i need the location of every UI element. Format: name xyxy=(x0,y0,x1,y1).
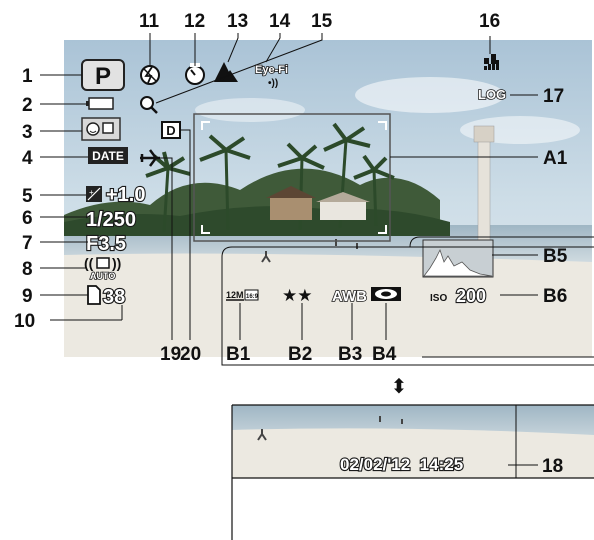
date-imprint-icon: DATE xyxy=(88,147,128,164)
callout-15: 15 xyxy=(311,11,333,32)
callout-14: 14 xyxy=(269,11,291,32)
aperture-value: F3.5 xyxy=(86,233,126,255)
shots-remaining: 38 xyxy=(103,286,125,308)
shutter-speed: 1/250 xyxy=(86,209,136,231)
face-detection-icon xyxy=(81,117,121,141)
callout-18: 18 xyxy=(542,456,563,477)
callout-b1: B1 xyxy=(226,344,251,365)
log-indicator: LOG xyxy=(478,87,506,102)
callout-3: 3 xyxy=(22,122,33,143)
memory-card-icon xyxy=(87,285,101,305)
callout-b4: B4 xyxy=(372,344,397,365)
mode-label: P xyxy=(95,63,111,90)
callout-2: 2 xyxy=(22,95,33,116)
callout-b3: B3 xyxy=(338,344,362,365)
svg-text:•)): •)) xyxy=(268,78,278,89)
af-frame xyxy=(193,113,391,242)
switch-arrow-icon: ⬍ xyxy=(391,374,408,398)
callout-1: 1 xyxy=(22,66,33,87)
main-screen xyxy=(64,40,592,357)
mode-icon: P xyxy=(81,59,125,91)
eye-fi-icon: Eye-Fi •)) xyxy=(254,63,289,89)
zoom-icon xyxy=(140,96,158,114)
datetime-value: 02/02/'12 14:25 xyxy=(340,455,463,474)
callout-16: 16 xyxy=(479,11,500,32)
d-range-icon: D xyxy=(161,121,181,139)
aspect-value: 16:9 xyxy=(246,294,259,300)
callout-10: 10 xyxy=(14,311,35,332)
quality-indicator: ★★ xyxy=(282,286,312,306)
svg-text:((: (( xyxy=(84,255,94,271)
shake-reduction-icon: (( )) AUTO xyxy=(84,255,121,282)
resolution-value: 12M xyxy=(226,290,244,300)
resolution-icon: 12M 16:9 xyxy=(226,289,259,301)
callout-20: 20 xyxy=(180,344,201,365)
histogram xyxy=(422,239,494,278)
iso-value: 200 xyxy=(456,286,486,306)
datetime-screen: 02/02/'12 14:25 18 xyxy=(231,404,594,540)
signal-strength-icon xyxy=(484,54,499,70)
metering-icon xyxy=(371,287,401,301)
shake-reduction-label: AUTO xyxy=(90,271,115,281)
callout-12: 12 xyxy=(184,11,205,32)
iso-label: ISO xyxy=(430,293,447,304)
callout-17: 17 xyxy=(543,86,564,107)
landscape-mode-icon xyxy=(214,62,238,82)
callout-5: 5 xyxy=(22,186,33,207)
callout-b5: B5 xyxy=(543,246,568,267)
ev-value: +1.0 xyxy=(106,184,145,206)
callout-9: 9 xyxy=(22,286,33,307)
d-range-label: D xyxy=(166,123,175,138)
callout-labels: 1 2 3 4 5 6 7 8 9 10 11 12 13 14 15 16 1… xyxy=(14,11,568,365)
callout-8: 8 xyxy=(22,259,33,280)
date-imprint-label: DATE xyxy=(92,149,124,163)
white-balance: AWB xyxy=(332,288,367,305)
callout-4: 4 xyxy=(22,148,33,169)
callout-7: 7 xyxy=(22,233,33,254)
flash-off-icon xyxy=(140,65,160,85)
svg-text:)): )) xyxy=(112,255,121,271)
callout-11: 11 xyxy=(139,11,160,32)
self-timer-icon xyxy=(185,63,205,85)
svg-text:+: + xyxy=(89,188,94,197)
callout-6: 6 xyxy=(22,208,33,229)
airplane-icon xyxy=(140,149,160,167)
callout-a1: A1 xyxy=(543,148,568,169)
callout-13: 13 xyxy=(227,11,248,32)
callout-b2: B2 xyxy=(288,344,312,365)
ev-compensation-indicator: + +1.0 xyxy=(86,183,147,207)
callout-b6: B6 xyxy=(543,286,567,307)
eye-fi-label: Eye-Fi xyxy=(255,64,288,76)
leader-lines xyxy=(40,33,594,366)
battery-icon xyxy=(86,97,114,110)
callout-19: 19 xyxy=(160,344,181,365)
